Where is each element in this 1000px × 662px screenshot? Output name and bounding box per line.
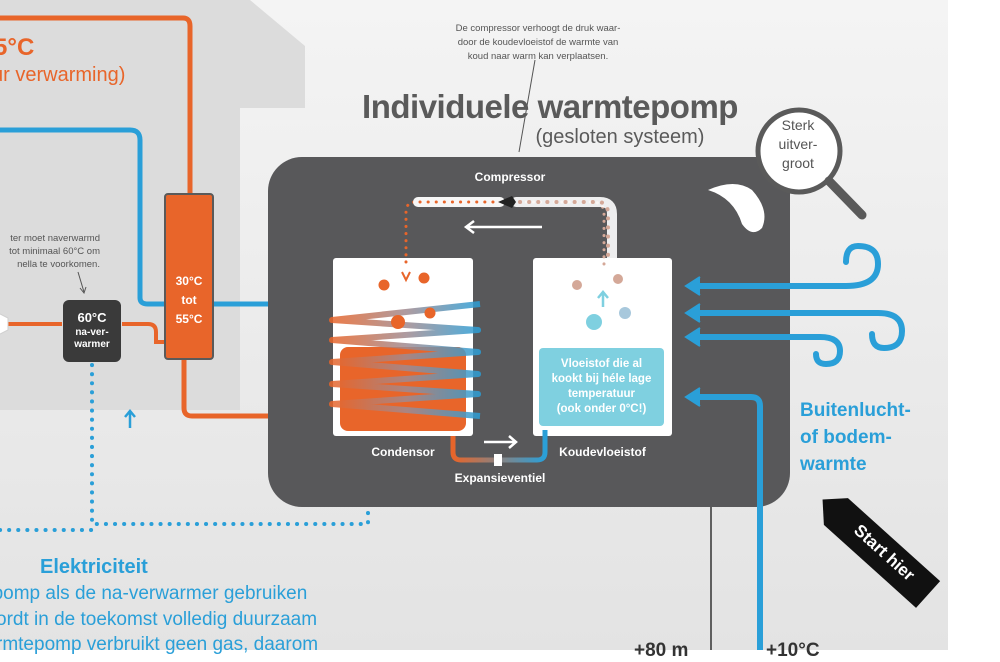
booster-line: warmer	[74, 339, 110, 350]
lens-line: groot	[782, 155, 814, 171]
ground-temp-value: +10°C	[766, 640, 820, 661]
exchanger-label: 30°C tot 55°C	[165, 272, 213, 329]
booster-label: na-ver- warmer	[63, 327, 121, 351]
expansion-valve	[494, 454, 502, 466]
electricity-line: ordt in de toekomst volledig duurzaam	[0, 609, 318, 630]
flow-arrow-right-icon	[484, 435, 518, 449]
particle	[378, 279, 390, 291]
cold-gas-line	[514, 200, 606, 266]
lens-line: Sterk	[781, 117, 815, 133]
compressor-nozzle-icon	[498, 196, 516, 208]
particle	[619, 307, 631, 319]
caption-pointer	[518, 59, 536, 153]
page-title: Individuele warmtepomp	[362, 88, 738, 125]
exchanger-line: 55°C	[175, 312, 203, 326]
info-line: kookt bij héle lage	[551, 373, 652, 385]
note-line: tot minimaal 60°C om	[9, 246, 100, 257]
particle	[424, 307, 436, 319]
hot-gas-arrow-icon	[401, 271, 411, 283]
compressor-label: Compressor	[474, 170, 546, 184]
electricity-title: Elektriciteit	[40, 556, 148, 578]
supply-pipe-orange	[0, 15, 193, 195]
drop-icon	[708, 184, 765, 233]
note-pointer	[77, 271, 85, 293]
particle	[572, 280, 582, 290]
page-subtitle: (gesloten systeem)	[535, 126, 705, 148]
wind-arrow-icon	[684, 303, 701, 323]
electricity-line: rmtepomp verbruikt geen gas, daarom	[0, 634, 319, 655]
valve-label: Expansieventiel	[454, 471, 546, 485]
return-pipe-blue	[0, 127, 165, 307]
start-arrow	[822, 498, 941, 608]
caption-line: koud naar warm kan verplaatsen.	[467, 51, 609, 62]
particle	[391, 315, 405, 329]
note-line: ter moet naverwarmd	[10, 233, 100, 244]
wind-line-1	[690, 242, 882, 289]
outside-heat-label: Buitenlucht- of bodem- warmte	[800, 397, 950, 478]
info-box	[539, 348, 664, 426]
booster-line: na-ver-	[75, 327, 109, 338]
condensor-label: Condensor	[371, 445, 435, 459]
note-pointer-head-icon	[79, 286, 87, 295]
info-line: temperatuur	[567, 388, 636, 400]
supply-temperature: 5°C	[0, 34, 35, 61]
lens-line: uitver-	[778, 136, 818, 152]
booster-note: ter moet naverwarmd tot minimaal 60°C om…	[0, 232, 100, 271]
magnifier-lens	[755, 107, 843, 195]
right-margin	[948, 0, 1000, 650]
particle	[418, 272, 430, 284]
ground-arrow-icon	[684, 387, 701, 407]
note-line: nella te voorkomen.	[17, 259, 100, 270]
booster-temp: 60°C	[77, 310, 107, 325]
heat-exchanger	[164, 193, 214, 360]
info-line: (ook onder 0°C!)	[556, 403, 647, 415]
caption-line: door de koudevloeistof de warmte van	[457, 37, 619, 48]
hot-gas-line	[404, 200, 502, 264]
outside-line: Buitenlucht-	[800, 400, 911, 421]
rising-arrow-icon	[597, 290, 609, 307]
wind-arrow-icon	[684, 327, 701, 347]
outside-line: warmte	[800, 454, 867, 475]
ground-heat-pipe	[692, 394, 763, 650]
info-line: Vloeistof die al	[560, 358, 643, 370]
flow-arrow-left-icon	[463, 220, 542, 234]
wind-line-3	[690, 334, 844, 368]
exchanger-line: 30°C	[175, 274, 203, 288]
wind-line-2	[690, 310, 906, 352]
refrigerant-info: Vloeistof die al kookt bij héle lage tem…	[539, 348, 664, 426]
magnifier-handle	[824, 176, 867, 220]
compressor-caption: De compressor verhoogt de druk waar- doo…	[440, 22, 636, 64]
inlet-arrow-icon	[124, 409, 136, 428]
electricity-line: epomp als de na-verwarmer gebruiken	[0, 583, 308, 604]
outside-line: of bodem-	[800, 427, 892, 448]
exchanger-line: tot	[181, 293, 197, 307]
magnifier-text: Sterk uitver- groot	[758, 116, 838, 173]
particle	[586, 314, 602, 330]
booster-heater	[63, 300, 121, 362]
warm-pipe-from-condensor	[181, 358, 480, 419]
caption-line: De compressor verhoogt de druk waar-	[455, 23, 621, 34]
supply-label: ur verwarming)	[0, 64, 126, 86]
booster-in-pipe	[122, 322, 165, 344]
wind-arrow-icon	[684, 276, 701, 296]
depth-value: +80 m	[634, 640, 689, 661]
particle	[613, 274, 623, 284]
refrigerant-label: Koudevloeistof	[559, 445, 646, 459]
tap-icon	[0, 313, 9, 335]
condensor-coil	[329, 301, 481, 419]
